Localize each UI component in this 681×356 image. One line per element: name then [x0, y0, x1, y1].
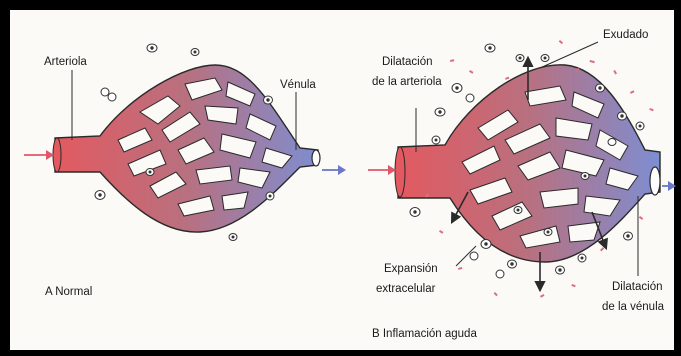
panel-b-acute-inflammation: Dilatación de la arteriola Exudado Expan…	[368, 29, 676, 340]
panel-b-inflow-arrow	[368, 165, 396, 175]
label-arteriole-dilation-1: Dilatación	[382, 56, 433, 68]
exudate-leader	[540, 42, 598, 68]
label-exudate: Exudado	[603, 29, 648, 41]
label-arteriole: Arteriola	[44, 56, 87, 68]
label-expansion-2: extracelular	[376, 283, 436, 295]
label-venule-dilation-1: Dilatación	[612, 281, 663, 293]
panel-a-outflow-arrow	[322, 165, 346, 175]
panel-b-outflow-arrow	[662, 181, 676, 191]
caption-panel-b: B Inflamación aguda	[372, 328, 477, 340]
label-arteriole-dilation-2: de la arteriola	[372, 76, 442, 88]
label-expansion-1: Expansión	[384, 263, 438, 275]
label-venule-dilation-2: de la vénula	[602, 301, 665, 313]
label-venule: Vénula	[280, 79, 316, 91]
panel-a-normal: Arteriola Vénula A Normal	[24, 44, 346, 298]
caption-panel-a: A Normal	[45, 286, 92, 298]
panel-a-inflow-arrow	[24, 150, 54, 160]
